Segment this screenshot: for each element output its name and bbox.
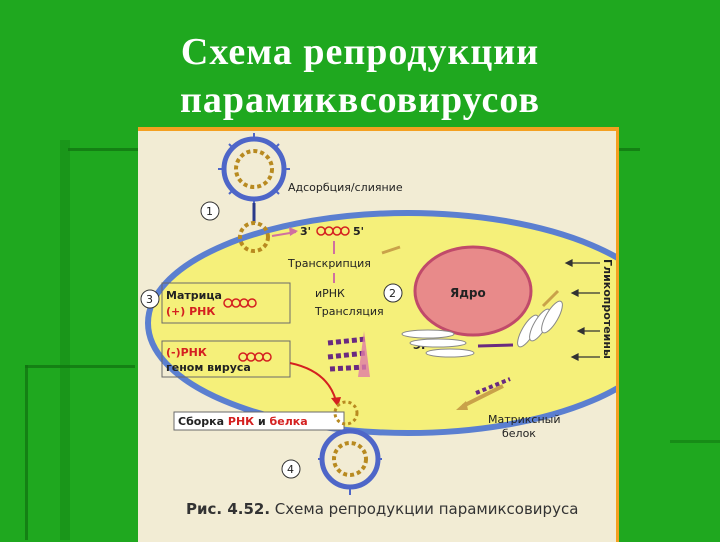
genome-box: [161, 340, 291, 378]
title-line-2: парамиквсовирусов: [180, 79, 540, 121]
strand-5-label: 5': [353, 225, 364, 238]
assembly-box: [173, 411, 345, 431]
golgi-vesicles: [517, 300, 563, 348]
matrix-protein-line2: белок: [502, 427, 536, 440]
step-4-marker: [281, 459, 301, 479]
virus-particle-top: [218, 133, 290, 205]
nucleus: [413, 245, 533, 337]
budding-virus: [318, 428, 382, 495]
step-4-number: 4: [287, 463, 294, 476]
step-3-marker: [140, 289, 160, 309]
caption-number: Рис. 4.52.: [186, 500, 271, 518]
genome-box-line1: (-)РНК: [166, 346, 207, 359]
genome-box-line2: геном вируса: [166, 361, 251, 374]
transcription-label: Транскрипция: [287, 257, 371, 270]
assembly-rna: РНК: [228, 415, 254, 428]
rna-strand: [316, 226, 350, 236]
step-3-number: 3: [146, 293, 153, 306]
matrix-protein-strip: [475, 377, 511, 395]
matrix-protein-line1: Матриксный: [488, 413, 561, 426]
translation-label: Трансляция: [314, 305, 384, 318]
figure-panel: Ядро Адсорбция/слияние 1 3' 5' Тра: [138, 127, 671, 542]
ribosomes: [327, 331, 370, 377]
slide-title: Схема репродукции парамиквсовирусов: [0, 28, 720, 124]
mrna-label: иРНК: [315, 287, 345, 300]
step-1-number: 1: [206, 205, 213, 218]
assembly-part1: Сборка: [178, 415, 228, 428]
matrix-box-line2: (+) РНК: [166, 305, 215, 318]
caption-text: Схема репродукции парамиксовируса: [270, 500, 579, 518]
figure-caption: Рис. 4.52. Схема репродукции парамиксови…: [186, 500, 578, 518]
assembling-nucleocapsid: [333, 400, 359, 426]
matrix-box-line1: Матрица: [166, 289, 222, 302]
nucleocapsid: [238, 221, 270, 253]
matrix-box: [161, 282, 291, 324]
glycoprotein-arrows: [564, 259, 600, 361]
nucleus-label: Ядро: [450, 286, 486, 300]
assembly-proteins: белка: [270, 415, 308, 428]
assembly-part2: и: [254, 415, 269, 428]
assembly-label: Сборка РНК и белка: [178, 415, 308, 428]
adsorption-label: Адсорбция/слияние: [288, 181, 403, 194]
step-2-number: 2: [389, 287, 396, 300]
reproduction-diagram: Ядро Адсорбция/слияние 1 3' 5' Тра: [140, 133, 671, 495]
strand-3-label: 3': [300, 225, 311, 238]
step-2-marker: [383, 283, 403, 303]
glycoproteins-label: Гликопротеины: [601, 259, 614, 359]
step-1-marker: [200, 201, 220, 221]
title-line-1: Схема репродукции: [180, 31, 540, 73]
endoplasmic-reticulum: [401, 329, 475, 358]
